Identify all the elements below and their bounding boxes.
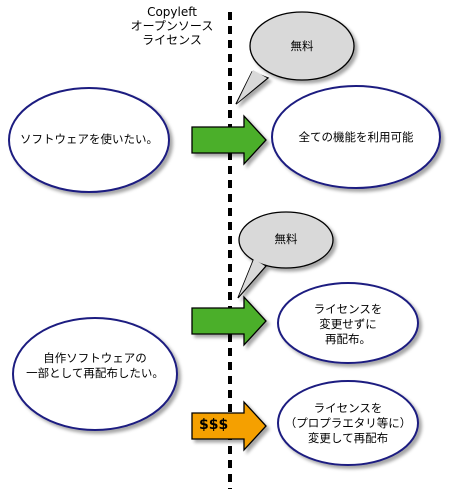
result-unchanged-line-3: 再配布。 — [325, 332, 371, 346]
user-need-redistribute-label: 自作ソフトウェアの 一部として再配布したい。 — [13, 351, 177, 381]
free-bubble-label-1: 無料 — [290, 39, 314, 53]
result-ellipse-changed-license — [277, 380, 419, 466]
paid-arrow — [191, 400, 267, 452]
user-need-ellipse-redistribute — [12, 317, 178, 431]
free-arrow-2 — [191, 295, 267, 347]
free-arrow-1 — [191, 114, 267, 166]
result-unchanged-line-1: ライセンスを — [313, 302, 383, 316]
user-need-redistribute-line-1: 自作ソフトウェアの — [43, 351, 147, 365]
free-bubble-label-2: 無料 — [274, 232, 298, 246]
result-ellipse-unchanged-license — [277, 282, 419, 364]
result-unchanged-license-label: ライセンスを 変更せずに 再配布。 — [288, 302, 408, 347]
result-changed-line-2: （プロプラエタリ等に） — [284, 416, 412, 430]
result-ellipse-full-features — [271, 85, 441, 189]
license-header-line-1: Copyleft — [147, 5, 197, 19]
license-header-line-2: オープンソース — [130, 19, 214, 33]
paid-arrow-label: $$$ — [199, 417, 229, 433]
result-changed-license-label: ライセンスを （プロプラエタリ等に） 変更して再配布 — [278, 401, 418, 446]
result-unchanged-line-2: 変更せずに — [319, 317, 377, 331]
free-speech-bubble-2 — [237, 211, 334, 299]
result-changed-line-1: ライセンスを — [313, 401, 383, 415]
free-speech-bubble-1 — [235, 11, 355, 105]
license-header-line-3: ライセンス — [142, 33, 202, 47]
result-changed-line-3: 変更して再配布 — [307, 431, 389, 445]
user-need-ellipse-use — [8, 87, 170, 193]
user-need-redistribute-line-2: 一部として再配布したい。 — [26, 366, 164, 380]
result-full-features-label: 全ての機能を利用可能 — [298, 130, 414, 144]
user-need-use-label: ソフトウェアを使いたい。 — [20, 132, 158, 146]
license-header-title: Copyleft オープンソース ライセンス — [110, 5, 234, 47]
